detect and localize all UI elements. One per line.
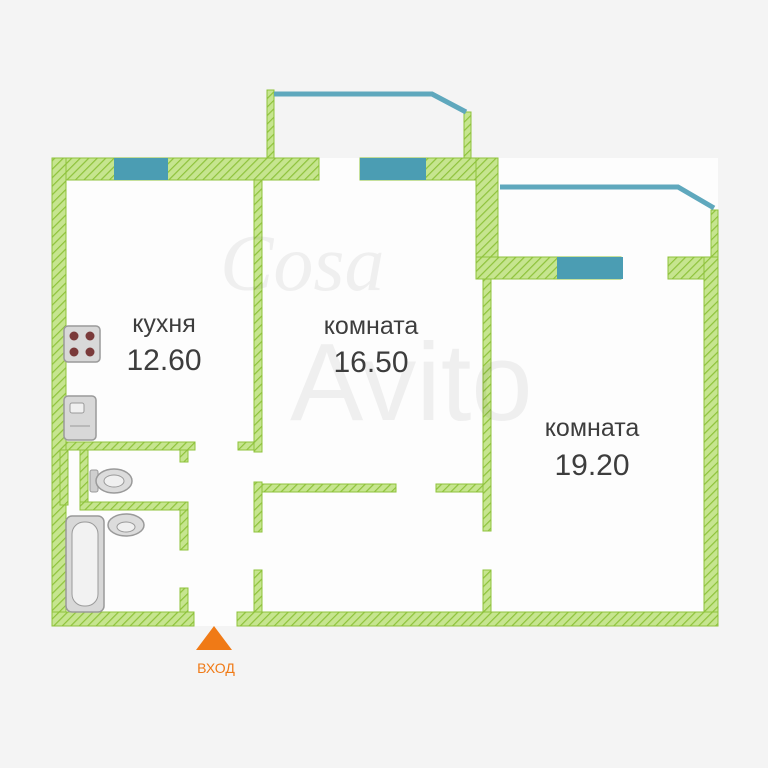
room2-area: 19.20 <box>554 449 629 482</box>
watermark: Cosa Avito <box>220 220 533 444</box>
window-room2 <box>557 257 623 279</box>
window-kitchen <box>114 158 168 180</box>
interior-walls <box>59 179 492 613</box>
toilet-icon <box>89 468 133 494</box>
windows <box>114 158 623 279</box>
entry-label: ВХОД <box>197 660 235 676</box>
window-room1 <box>360 158 426 180</box>
entry-arrow-icon <box>196 626 232 650</box>
stove-icon <box>63 325 101 363</box>
bathtub-icon <box>65 515 105 613</box>
apartment-floor <box>52 158 718 626</box>
washbasin-icon <box>107 513 145 537</box>
svg-text:Cosa: Cosa <box>220 220 385 308</box>
room1-area: 16.50 <box>333 346 408 379</box>
room2-name: комната <box>545 414 640 442</box>
sink-icon <box>63 395 97 441</box>
kitchen-area: 12.60 <box>126 344 201 377</box>
room1-name: комната <box>324 312 419 340</box>
kitchen-name: кухня <box>132 310 196 338</box>
svg-text:Avito: Avito <box>290 321 533 444</box>
